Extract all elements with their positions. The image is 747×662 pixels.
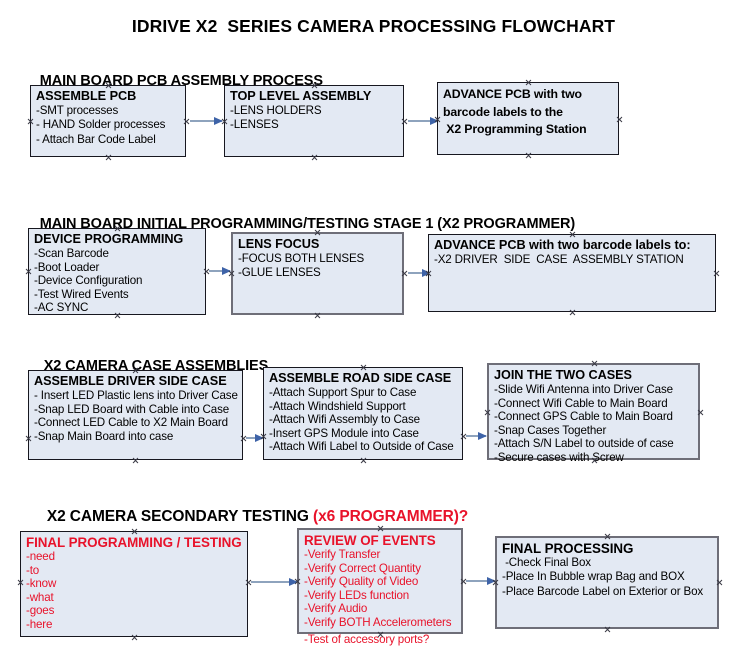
section-heading-4-red: (x6 PROGRAMMER)? <box>313 508 469 525</box>
box-line: -Attach Windshield Support <box>269 399 406 413</box>
box-line: -what <box>26 590 54 604</box>
box-line: -Check Final Box <box>502 556 591 569</box>
box-line: -know <box>26 577 57 591</box>
box-line-overflow: -Test of accessory ports? <box>304 633 430 647</box>
box-line: -Slide Wifi Antenna into Driver Case <box>494 383 673 396</box>
process-box-advance-pcb-to-driver-side-case[interactable]: ADVANCE PCB with two barcode labels to: … <box>428 234 716 312</box>
process-box-assemble-road-side-case[interactable]: ASSEMBLE ROAD SIDE CASE -Attach Support … <box>263 367 463 460</box>
box-title: FINAL PROCESSING <box>502 541 634 556</box>
box-title: LENS FOCUS <box>238 237 320 251</box>
connector-arrow <box>408 268 431 277</box>
process-box-advance-pcb-to-programming-station[interactable]: ADVANCE PCB with two barcode labels to t… <box>437 82 619 155</box>
connector-arrow <box>466 576 496 585</box>
box-title: TOP LEVEL ASSEMBLY <box>230 89 372 103</box>
box-line: -Attach Wifi Label to Outside of Case <box>269 440 454 454</box>
box-line: -Verify Correct Quantity <box>304 561 421 575</box>
box-line: ADVANCE PCB with two <box>443 87 582 101</box>
process-box-review-of-events[interactable]: REVIEW OF EVENTS -Verify Transfer -Verif… <box>297 528 463 646</box>
process-box-lens-focus[interactable]: LENS FOCUS -FOCUS BOTH LENSES -GLUE LENS… <box>231 232 404 315</box>
box-line: - Insert LED Plastic lens into Driver Ca… <box>34 389 238 402</box>
box-line: - Attach Bar Code Label <box>36 132 156 146</box>
connector-arrow <box>251 577 298 586</box>
process-box-top-level-assembly[interactable]: TOP LEVEL ASSEMBLY -LENS HOLDERS -LENSES <box>224 85 404 157</box>
box-line: -here <box>26 617 53 631</box>
box-line: -Connect Wifi Cable to Main Board <box>494 396 668 410</box>
box-line: -Attach Support Spur to Case <box>269 386 417 399</box>
box-title: ASSEMBLE DRIVER SIDE CASE <box>34 374 227 388</box>
box-line: -GLUE LENSES <box>238 266 321 280</box>
connector-arrow <box>466 431 487 440</box>
process-box-device-programming[interactable]: DEVICE PROGRAMMING -Scan Barcode -Boot L… <box>28 228 206 315</box>
box-title: ADVANCE PCB with two barcode labels to: <box>434 238 691 252</box>
box-line: -Secure cases with Screw <box>494 450 624 464</box>
box-line: -Verify LEDs function <box>304 588 410 602</box>
box-line: -Scan Barcode <box>34 247 109 260</box>
box-line: -FOCUS BOTH LENSES <box>238 252 365 265</box>
box-line: barcode labels to the <box>443 104 563 119</box>
box-line: -Boot Loader <box>34 260 100 274</box>
box-line: -Snap LED Board with Cable into Case <box>34 402 230 416</box>
box-line: -Connect GPS Cable to Main Board <box>494 410 673 424</box>
box-line: -Connect LED Cable to X2 Main Board <box>34 416 228 430</box>
page-title: IDRIVE X2 SERIES CAMERA PROCESSING FLOWC… <box>131 16 616 36</box>
process-box-final-processing[interactable]: FINAL PROCESSING -Check Final Box -Place… <box>495 536 719 629</box>
box-line: -Test Wired Events <box>34 287 129 301</box>
connector-arrow <box>190 116 223 125</box>
box-line: -X2 DRIVER SIDE CASE ASSEMBLY STATION <box>434 253 684 266</box>
box-title: REVIEW OF EVENTS <box>304 533 436 548</box>
section-heading-4: X2 CAMERA SECONDARY TESTING (x6 PROGRAMM… <box>30 490 468 544</box>
box-title: FINAL PROGRAMMING / TESTING <box>26 535 242 550</box>
box-title: DEVICE PROGRAMMING <box>34 232 184 246</box>
box-line: X2 Programming Station <box>443 122 587 136</box>
box-line: -Attach S/N Label to outside of case <box>494 437 674 451</box>
box-title: JOIN THE TWO CASES <box>494 368 632 382</box>
box-line: -goes <box>26 604 55 618</box>
box-title: ASSEMBLE PCB <box>36 89 137 103</box>
box-line: -Snap Main Board into case <box>34 429 174 443</box>
connector-arrow <box>408 116 439 125</box>
process-box-assemble-driver-side-case[interactable]: ASSEMBLE DRIVER SIDE CASE - Insert LED P… <box>28 370 243 460</box>
process-box-join-the-two-cases[interactable]: JOIN THE TWO CASES -Slide Wifi Antenna i… <box>487 363 700 464</box>
box-line: -SMT processes <box>36 104 119 117</box>
connector-arrow <box>246 433 264 442</box>
process-box-assemble-pcb[interactable]: ASSEMBLE PCB -SMT processes - HAND Solde… <box>30 85 186 157</box>
section-heading-4-text: X2 CAMERA SECONDARY TESTING <box>46 508 314 525</box>
box-line: -Snap Cases Together <box>494 423 607 437</box>
box-line: -Verify Transfer <box>304 548 381 561</box>
box-line: -Device Configuration <box>34 274 143 288</box>
box-line: -LENSES <box>230 118 279 132</box>
connector-arrow <box>209 266 231 275</box>
process-box-final-programming-testing[interactable]: FINAL PROGRAMMING / TESTING -need -to -k… <box>20 531 248 637</box>
box-line: -Verify BOTH Accelerometers <box>304 615 452 629</box>
box-line: -Attach Wifi Assembly to Case <box>269 413 420 427</box>
box-line: -AC SYNC <box>34 301 89 315</box>
box-title: ASSEMBLE ROAD SIDE CASE <box>269 371 452 385</box>
box-line: -Verify Quality of Video <box>304 575 419 589</box>
box-line: -need <box>26 550 55 563</box>
box-line: -Place In Bubble wrap Bag and BOX <box>502 570 685 584</box>
box-line: -Insert GPS Module into Case <box>269 426 419 440</box>
box-line: - HAND Solder processes <box>36 118 166 132</box>
box-line: -to <box>26 563 40 577</box>
box-line: -LENS HOLDERS <box>230 104 322 117</box>
box-line: -Place Barcode Label on Exterior or Box <box>502 584 704 598</box>
box-line: -Verify Audio <box>304 602 368 616</box>
